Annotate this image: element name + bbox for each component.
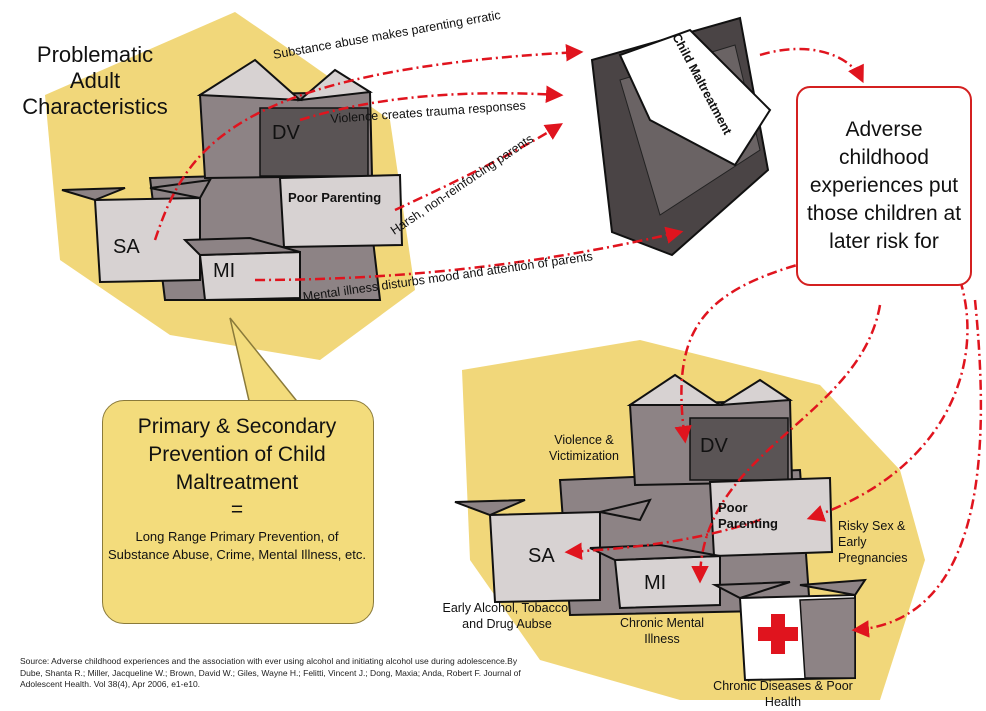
outcome-label-disease: Chronic Diseases & Poor Health	[713, 679, 853, 709]
outcome-box-text: Adverse childhood experiences put those …	[806, 118, 962, 253]
pathway-arrows	[153, 43, 983, 638]
outcome-label-risky-sex: Risky Sex & Early Pregnancies	[838, 519, 908, 565]
prevention-heading: Primary & Secondary Prevention of Child …	[137, 415, 337, 494]
central-box	[590, 16, 772, 257]
bottom-box-cluster	[454, 373, 867, 682]
outcome-label-substance: Early Alcohol, Tobacco, and Drug Aubse	[442, 601, 572, 631]
outcome-poor-parenting-box-label: Poor Parenting	[718, 500, 778, 531]
red-cross-icon	[758, 614, 798, 654]
outcome-mi-box-label: MI	[644, 572, 667, 594]
prevention-body: Long Range Primary Prevention, of Substa…	[108, 529, 366, 562]
prevention-box	[102, 400, 374, 624]
outcome-box: Adverse childhood experiences put those …	[796, 86, 972, 286]
top-box-cluster	[61, 58, 404, 302]
outcome-label-mental: Chronic Mental Illness	[619, 616, 705, 646]
source-citation: Source: Adverse childhood experiences an…	[20, 656, 521, 689]
dv-box-label: DV	[272, 122, 300, 144]
outcome-dv-box-label: DV	[700, 435, 728, 457]
mi-box-label: MI	[213, 260, 236, 282]
poor-parenting-box-label: Poor Parenting	[288, 190, 382, 205]
problematic-adult-title: Problematic Adult Characteristics	[22, 42, 168, 119]
outcome-label-violence: Violence & Victimization	[549, 433, 619, 463]
outcome-sa-box-label: SA	[528, 545, 555, 567]
prevention-equals: =	[230, 498, 244, 521]
sa-box-label: SA	[113, 236, 140, 258]
